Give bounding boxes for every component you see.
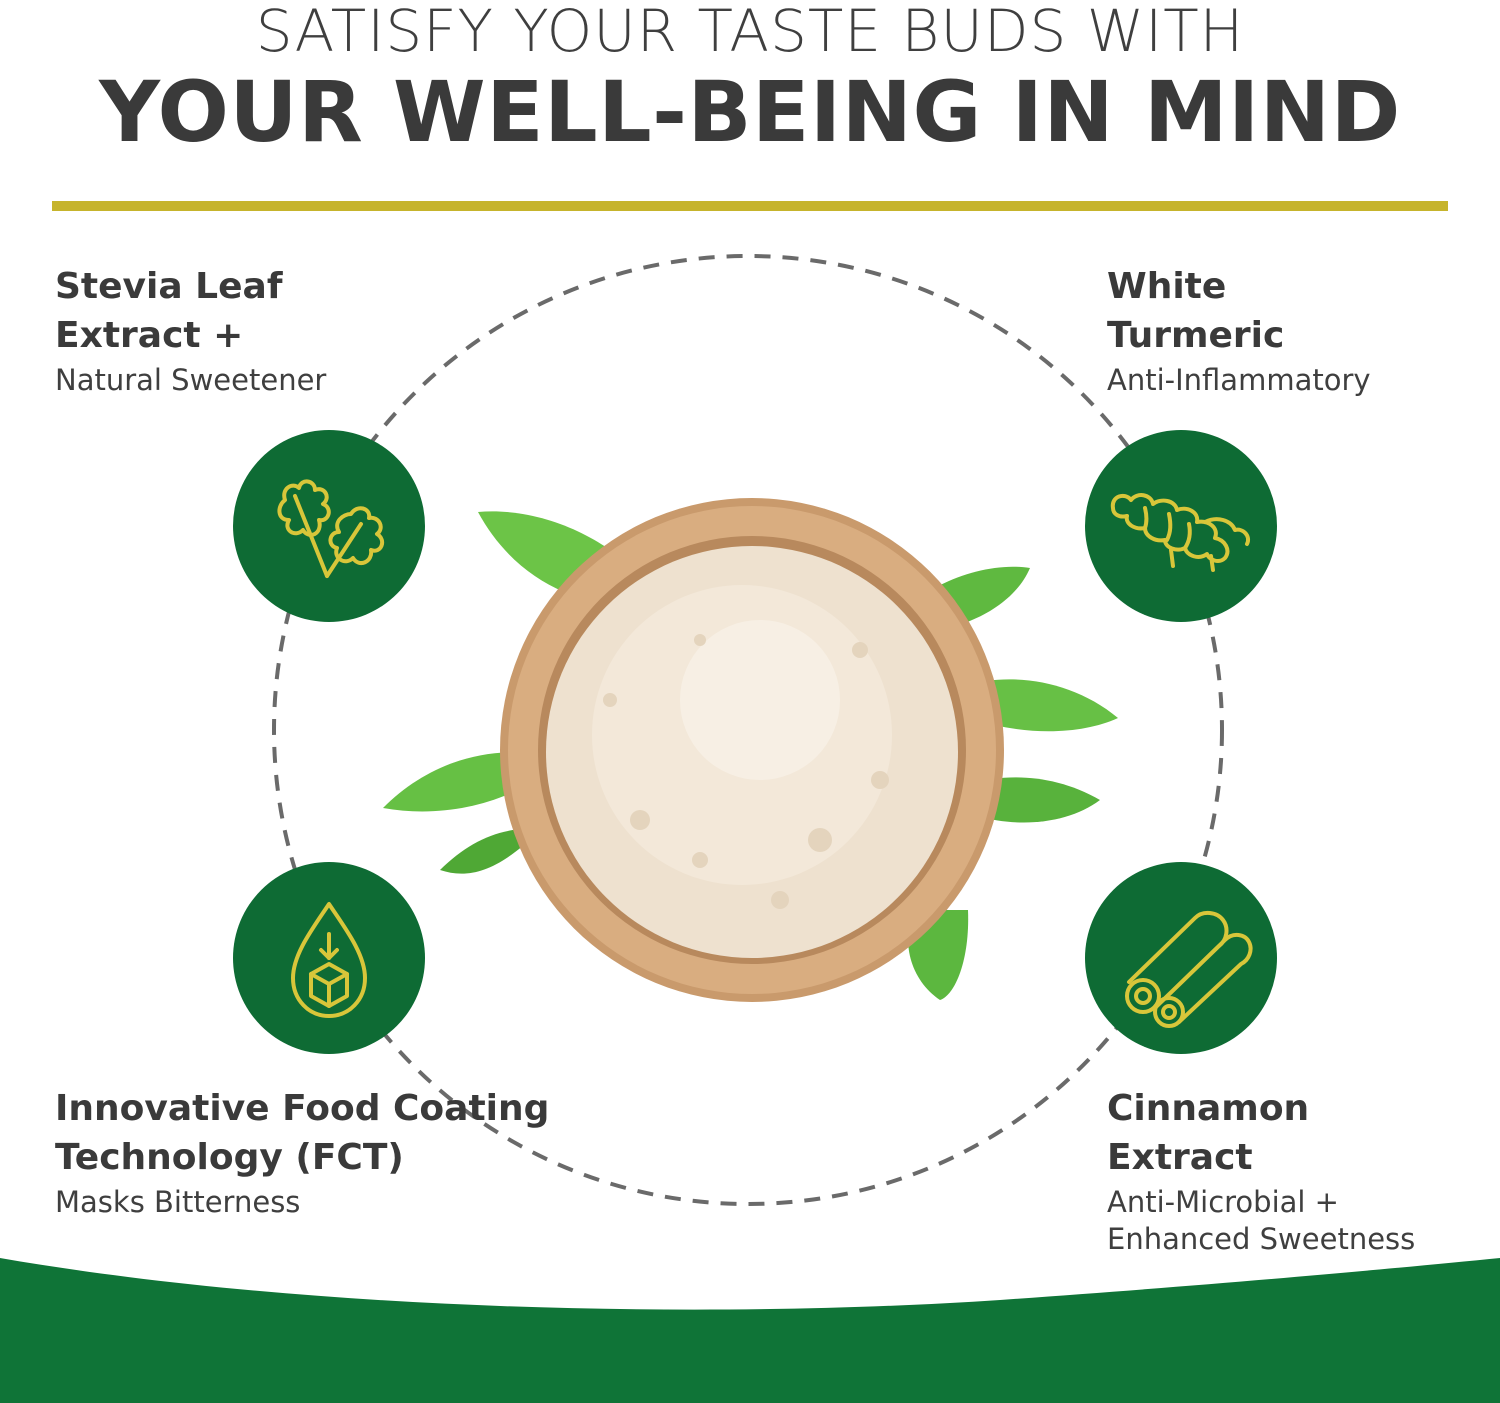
feature-description: Anti-Inflammatory — [1107, 363, 1371, 397]
feature-title-line-2: Extract + — [55, 315, 244, 356]
feature-food-coating: Innovative Food Coating Technology (FCT)… — [55, 1084, 549, 1221]
feature-white-turmeric: White Turmeric Anti-Inflammatory — [1107, 262, 1371, 399]
feature-title-line-1: Cinnamon — [1107, 1088, 1310, 1129]
feature-description-line-2: Enhanced Sweetness — [1107, 1222, 1416, 1256]
stevia-leaf-icon — [233, 430, 425, 622]
feature-cinnamon: Cinnamon Extract Anti-Microbial + Enhanc… — [1107, 1084, 1415, 1258]
green-footer-wave — [0, 1258, 1500, 1403]
feature-stevia: Stevia Leaf Extract + Natural Sweetener — [55, 262, 326, 399]
feature-title-line-2: Technology (FCT) — [55, 1137, 404, 1178]
feature-title-line-2: Turmeric — [1107, 315, 1285, 356]
headline-line-2: YOUR WELL-BEING IN MIND — [99, 63, 1401, 161]
droplet-cube-icon — [233, 862, 425, 1054]
headline-line-1: SATISFY YOUR TASTE BUDS WITH — [255, 0, 1245, 65]
gold-divider — [52, 201, 1448, 211]
turmeric-root-icon — [1085, 430, 1277, 622]
feature-description: Natural Sweetener — [55, 363, 327, 397]
feature-title-line-1: Innovative Food Coating — [55, 1088, 550, 1129]
feature-title-line-1: Stevia Leaf — [55, 266, 283, 307]
feature-description: Anti-Microbial + — [1107, 1185, 1339, 1219]
feature-title-line-1: White — [1107, 266, 1227, 307]
feature-description: Masks Bitterness — [55, 1185, 301, 1219]
dashed-ring — [272, 254, 1224, 1206]
feature-title-line-2: Extract — [1107, 1137, 1253, 1178]
cinnamon-stick-icon — [1085, 862, 1277, 1054]
